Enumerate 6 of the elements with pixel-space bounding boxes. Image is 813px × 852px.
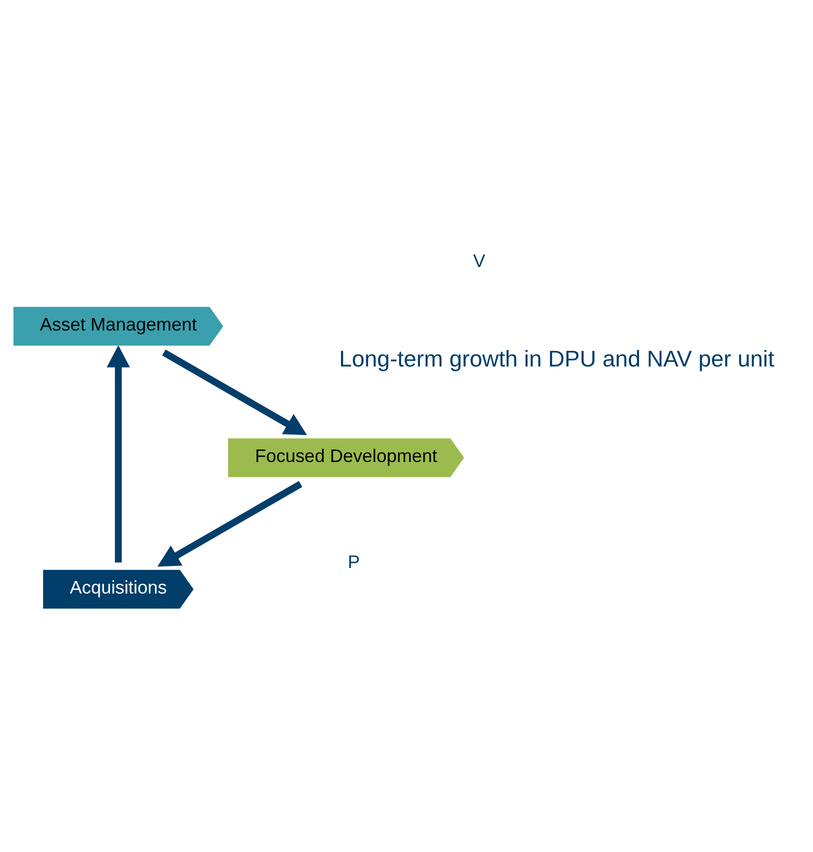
label: P: [348, 551, 360, 572]
arrow: [157, 481, 302, 567]
arrow: [106, 345, 130, 563]
label: Long-term growth in DPU and NAV per unit: [339, 346, 774, 372]
label: V: [473, 250, 486, 272]
arrow: [162, 350, 307, 436]
